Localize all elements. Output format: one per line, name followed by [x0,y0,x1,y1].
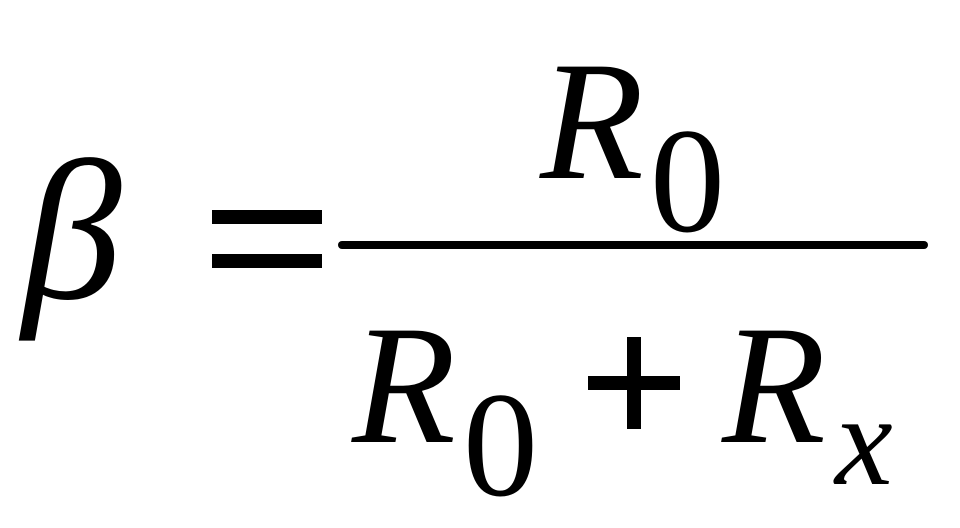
equals-sign-bottom-bar [212,254,322,268]
denominator-first-subscript: 0 [463,362,538,528]
fraction-bar [338,241,928,249]
plus-sign-vertical [627,337,641,429]
denominator-second-subscript: x [835,369,893,513]
numerator-symbol: R [540,27,644,215]
denominator-first-symbol: R [352,291,456,479]
beta-symbol: β [22,121,122,342]
numerator-subscript: 0 [650,98,725,264]
equals-sign-top-bar [212,210,322,224]
denominator-second-symbol: R [722,291,826,479]
